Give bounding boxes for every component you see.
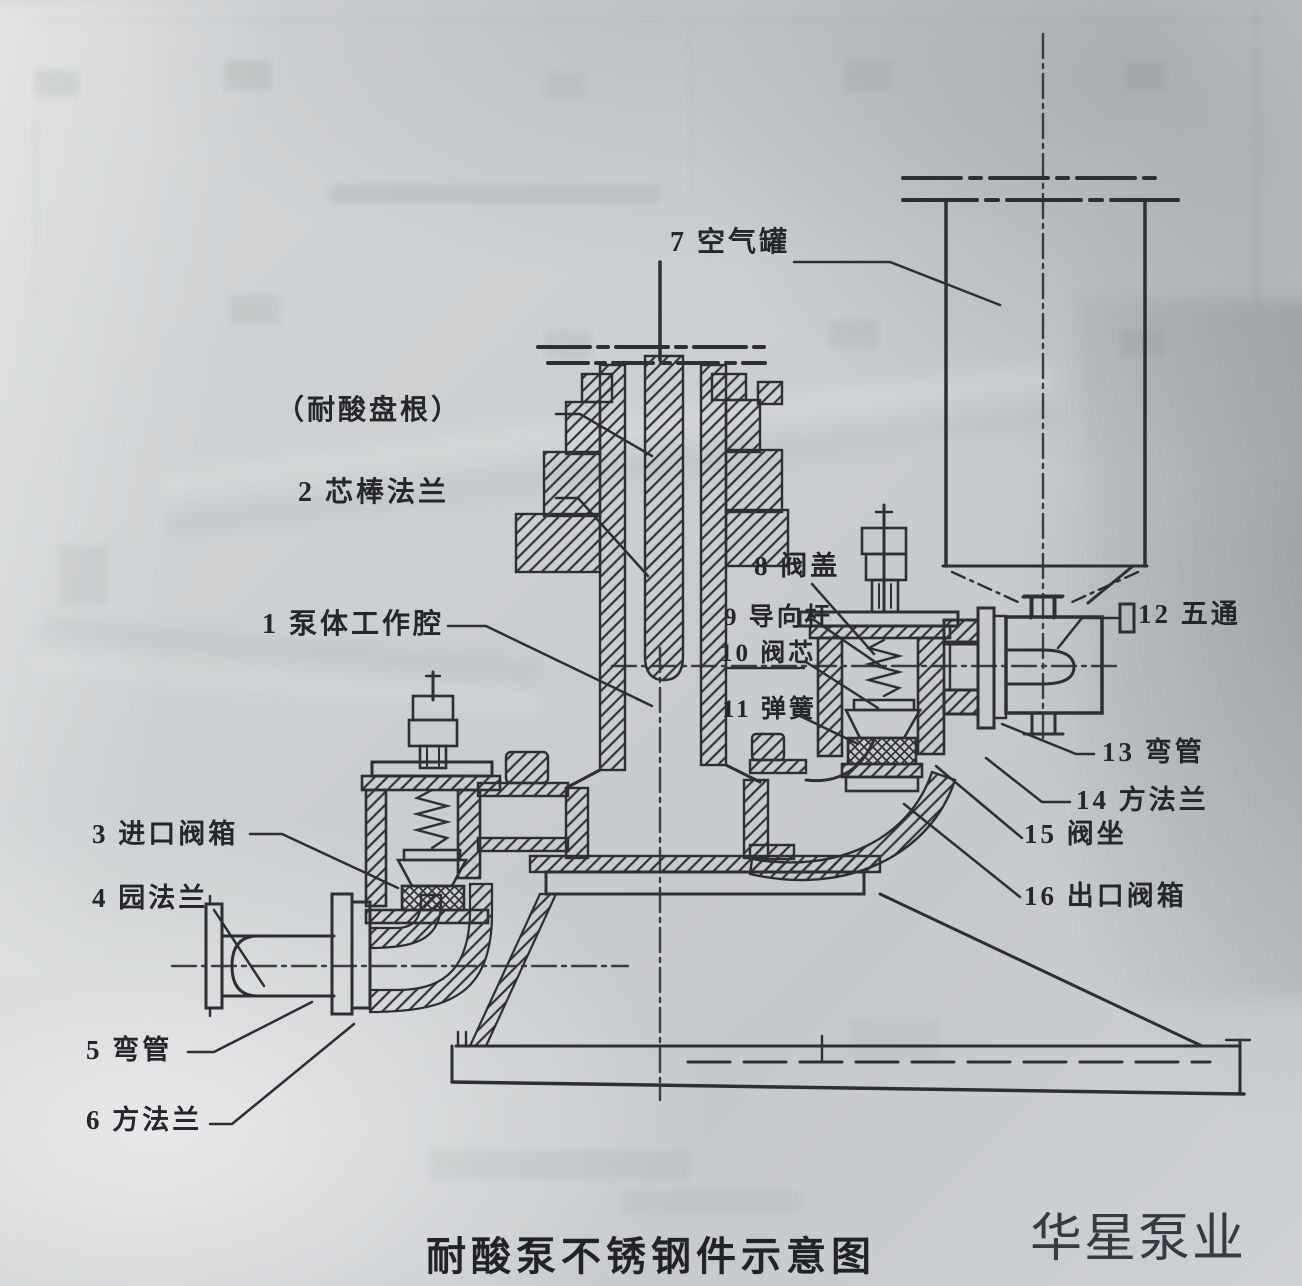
label-part-1: 1 泵体工作腔 [262, 609, 445, 640]
leader-11 [798, 714, 860, 746]
label-part-14: 14 方法兰 [1076, 785, 1209, 815]
leader-1 [446, 624, 654, 708]
leader-13 [1000, 722, 1096, 756]
body-outlet-elbow [748, 732, 957, 882]
leader-3 [248, 832, 400, 890]
leader-16 [902, 802, 1022, 899]
inlet-valve-spring [412, 788, 452, 850]
leader-15 [934, 764, 1024, 840]
leader-5 [186, 1000, 314, 1054]
label-part-11: 11 弹簧 [722, 696, 817, 723]
label-packing: （耐酸盘根） [276, 395, 463, 426]
diagram-title: 耐酸泵不锈钢件示意图 [426, 1234, 876, 1279]
outlet-connection [942, 594, 1104, 736]
label-part-2: 2 芯棒法兰 [298, 477, 450, 508]
label-part-6: 6 方法兰 [86, 1105, 203, 1135]
leader-9 [804, 618, 886, 670]
label-part-9: 9 导向杆 [724, 604, 833, 631]
air-tank [901, 176, 1180, 620]
leader-lines [186, 260, 1136, 1126]
leader-14 [984, 756, 1072, 804]
label-part-10: 10 阀芯 [720, 640, 817, 667]
company-watermark: 华星泵业 [1030, 1210, 1247, 1268]
leader-4 [212, 908, 266, 988]
valve-seat-mesh [846, 736, 918, 766]
inlet-bent-pipe [368, 893, 443, 950]
leader-6 [208, 1022, 356, 1126]
leader-7 [792, 260, 1002, 307]
outlet-valve-box [798, 503, 960, 793]
label-part-4: 4 园法兰 [92, 883, 209, 913]
label-part-15: 15 阀坐 [1024, 819, 1127, 849]
label-part-8: 8 阀盖 [754, 551, 841, 581]
leader-8 [810, 582, 876, 656]
label-part-5: 5 弯管 [86, 1035, 173, 1065]
leader-12 [1056, 616, 1122, 650]
valve-core [843, 708, 923, 740]
leader-packing [554, 412, 654, 458]
cone-base [450, 892, 1252, 1096]
label-part-7: 7 空气罐 [670, 227, 791, 258]
label-part-3: 3 进口阀箱 [92, 819, 239, 849]
round-flange [204, 902, 224, 1010]
label-part-12: 12 五通 [1138, 599, 1241, 629]
label-part-13: 13 弯管 [1102, 737, 1205, 767]
inlet-piping [204, 882, 494, 1018]
leader-10 [724, 660, 880, 710]
leader-2 [554, 496, 650, 578]
mounting-rails [536, 345, 774, 365]
inlet-valve-box [360, 670, 502, 925]
square-flange-outlet [976, 606, 996, 730]
label-part-16: 16 出口阀箱 [1024, 881, 1187, 911]
centerlines [170, 32, 1120, 1102]
